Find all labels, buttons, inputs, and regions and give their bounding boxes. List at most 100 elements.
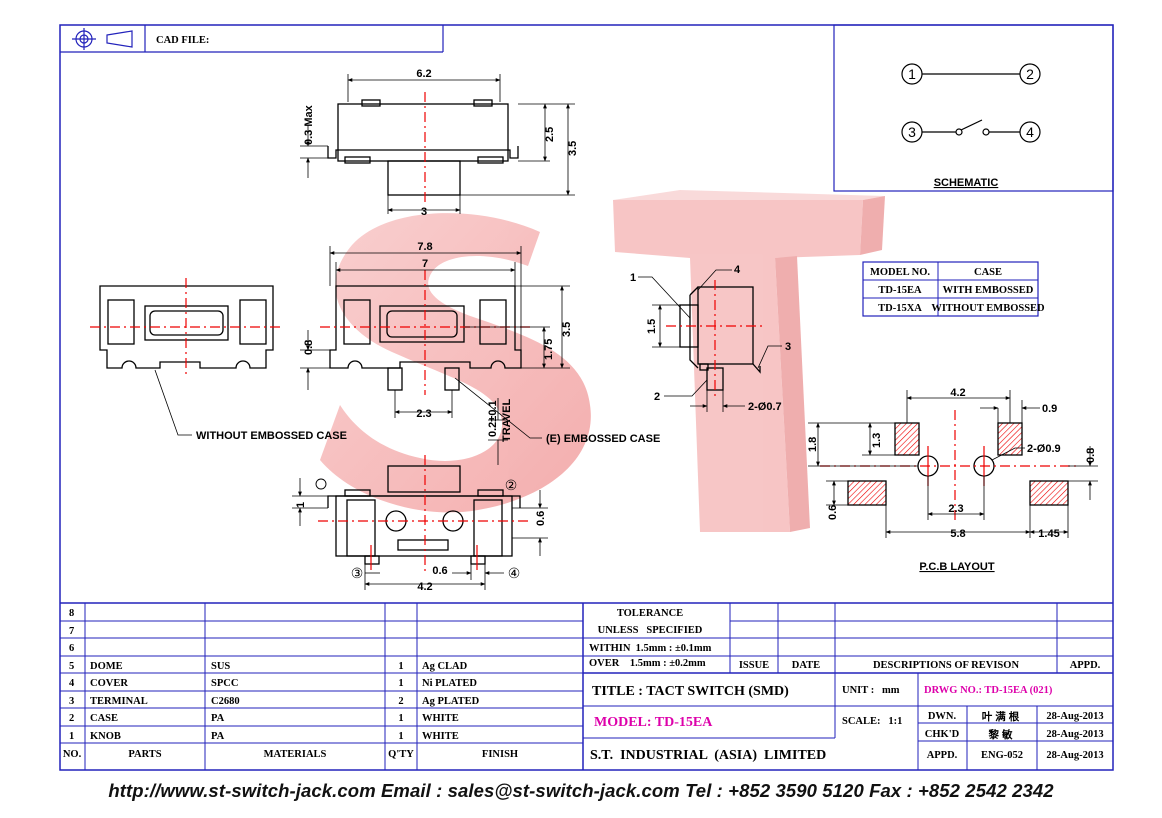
projection-symbol-icon [72,28,133,50]
dim-pcb-0-6: 0.6 [827,505,839,520]
bom-cell-qty: 1 [398,661,403,672]
pcb-layout-title: P.C.B LAYOUT [919,561,994,573]
bom-rows: 8 7 6 5 4 3 2 1 DOME COVER TERMINAL CASE… [63,608,518,760]
dim-pcb-0-8: 0.8 [1085,448,1097,463]
dim-pcb-1-8: 1.8 [807,437,819,452]
side-callout-3: 3 [785,341,791,353]
bom-cell-material: SUS [211,661,230,672]
dim-front-0-8: 0.8 [303,340,315,355]
revision-header-appd: APPD. [1070,660,1101,671]
company-name: S.T. INDUSTRIAL (ASIA) LIMITED [590,748,826,763]
tolerance-subtitle: UNLESS SPECIFIED [598,625,703,636]
dim-front-7: 7 [422,258,428,270]
schematic-pin-4: 4 [1026,124,1034,140]
bom-table [60,602,1113,770]
dim-pcb-2-3: 2.3 [948,503,963,515]
bom-cell-qty: 1 [398,713,403,724]
model-table-cell: WITHOUT EMBOSSED [931,303,1045,314]
schematic-pin-3: 3 [908,124,916,140]
side-callout-1: 1 [630,272,636,284]
dim-bottom-4-2: 4.2 [417,581,432,593]
bom-header-finish: FINISH [482,749,518,760]
model-table-cell: TD-15XA [878,303,922,314]
bom-cell-qty: 1 [398,678,403,689]
dim-top-2-5: 2.5 [544,127,556,142]
schematic-pin-1: 1 [908,66,916,82]
bom-cell-qty: 1 [398,731,403,742]
dim-front-2-3: 2.3 [416,408,431,420]
dim-front-travel-value: 0.2±0.1 [487,400,499,437]
bom-header-no: NO. [63,749,82,760]
side-view [638,269,782,412]
dim-top-3-5: 3.5 [567,141,579,156]
signoff-role: CHK'D [925,729,960,740]
dim-pcb-5-8: 5.8 [950,528,965,540]
bom-cell-finish: Ni PLATED [422,678,477,689]
bom-cell-material: SPCC [211,678,238,689]
dim-front-1-75: 1.75 [543,339,555,360]
bom-cell-part: TERMINAL [90,696,148,707]
contact-footer: http://www.st-switch-jack.com Email : sa… [108,780,1054,801]
dim-pcb-0-9: 0.9 [1042,403,1057,415]
dim-pcb-1-45: 1.45 [1038,528,1059,540]
bottom-pin-2: ② [505,477,518,493]
plain-case-callout: WITHOUT EMBOSSED CASE [196,430,347,442]
top-view [300,74,575,214]
scale-label: SCALE: 1:1 [842,716,902,727]
tolerance-within: WITHIN 1.5mm : ±0.1mm [589,643,712,654]
title-block-text: TOLERANCE UNLESS SPECIFIED WITHIN 1.5mm … [589,608,1104,763]
tolerance-over: OVER 1.5mm : ±0.2mm [589,658,706,669]
bom-cell-no: 6 [69,643,74,654]
revision-header-desc: DESCRIPTIONS OF REVISON [873,660,1019,671]
bom-cell-material: PA [211,713,225,724]
signoff-name: 黎敏 [988,728,1016,741]
dim-pcb-4-2: 4.2 [950,387,965,399]
schematic-panel: 1 2 3 4 SCHEMATIC [833,24,1114,192]
dim-front-travel-label: TRAVEL [501,399,513,442]
tolerance-title: TOLERANCE [617,608,683,619]
dim-side-1-5: 1.5 [646,319,658,334]
signoff-date: 28-Aug-2013 [1046,750,1103,761]
bottom-pin-4: ④ [508,565,521,581]
drawing-title: TITLE : TACT SWITCH (SMD) [592,684,789,699]
dim-top-width: 6.2 [416,68,431,80]
bom-cell-no: 5 [69,661,74,672]
model-table-header-model: MODEL NO. [870,267,930,278]
bom-cell-no: 4 [69,678,75,689]
side-callout-4: 4 [734,264,741,276]
title-block [583,603,1113,770]
bom-header-materials: MATERIALS [264,749,327,760]
bom-cell-no: 1 [69,731,74,742]
bom-cell-no: 7 [69,626,74,637]
side-callout-2: 2 [654,391,660,403]
bom-header-parts: PARTS [128,749,161,760]
outer-frame [59,24,1114,771]
bom-cell-part: COVER [90,678,128,689]
bom-cell-finish: WHITE [422,713,459,724]
dim-bottom-0-6-v: 0.6 [535,511,547,526]
bom-cell-part: CASE [90,713,118,724]
model-label: MODEL: TD-15EA [594,715,713,730]
dim-front-7-8: 7.8 [417,241,432,253]
drawing-number: DRWG NO.: TD-15EA (021) [924,685,1053,696]
plain-case-view [90,278,283,436]
bom-header-qty: Q'TY [388,749,414,760]
schematic-title: SCHEMATIC [934,177,999,189]
bom-cell-finish: Ag CLAD [422,661,468,672]
bom-cell-no: 3 [69,696,74,707]
model-table-cell: TD-15EA [878,285,922,296]
dim-side-pin-dia: 2-Ø0.7 [748,401,782,413]
model-table: MODEL NO. CASE TD-15EA WITH EMBOSSED TD-… [862,261,1045,317]
revision-header-issue: ISSUE [739,660,769,671]
model-table-cell: WITH EMBOSSED [943,285,1034,296]
front-view [300,246,570,465]
embossed-case-callout: (E) EMBOSSED CASE [546,433,660,445]
dim-pcb-hole-dia: 2-Ø0.9 [1027,443,1061,455]
schematic-pin-2: 2 [1026,66,1034,82]
dim-front-3-5: 3.5 [561,322,573,337]
signoff-date: 28-Aug-2013 [1046,729,1103,740]
signoff-name: ENG-052 [981,750,1023,761]
model-table-header-case: CASE [974,267,1002,278]
bom-cell-material: PA [211,731,225,742]
